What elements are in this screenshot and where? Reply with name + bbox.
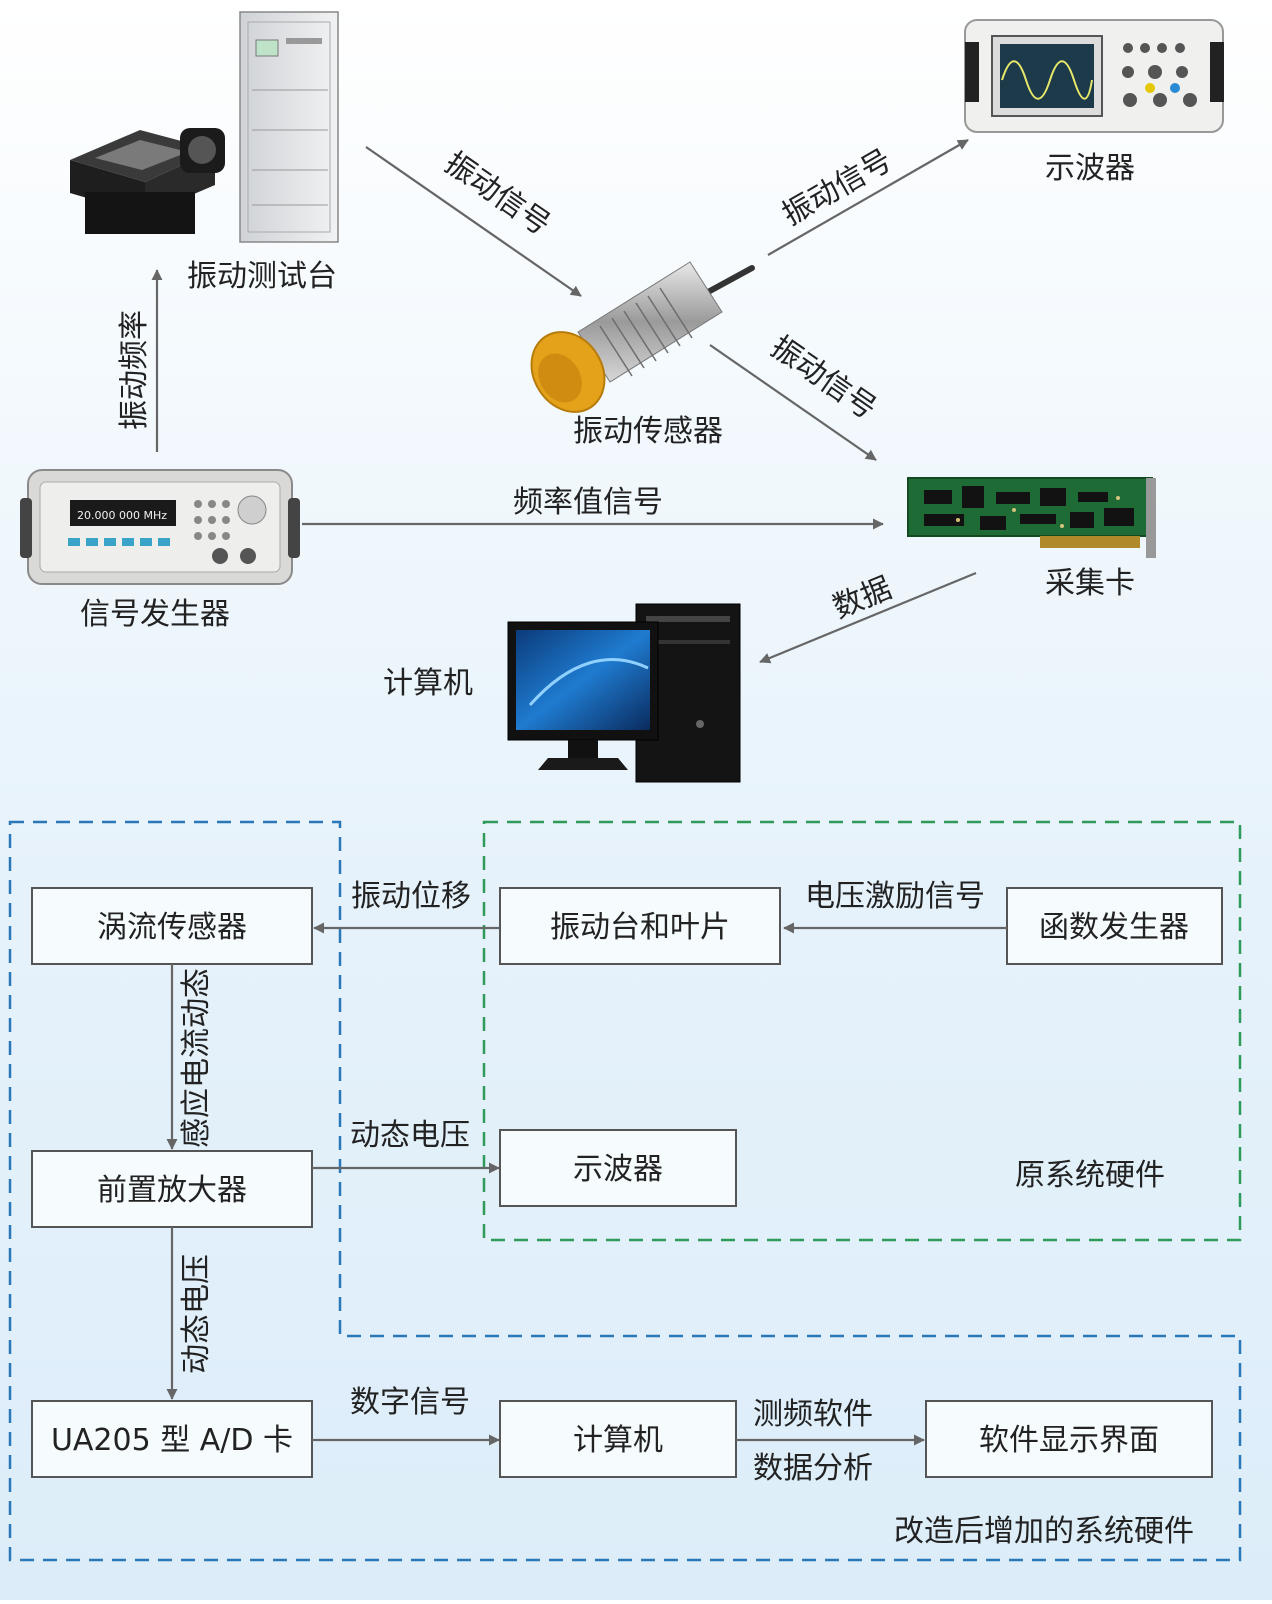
edge-sensor-to-card-label: 振动信号 — [764, 330, 883, 427]
computer-top-label: 计算机 — [383, 666, 473, 701]
arrow-bench-to-sensor — [365, 146, 582, 297]
arrow-card-to-computer — [759, 571, 977, 664]
edge-bench-to-sensor-label: 振动信号 — [438, 146, 557, 243]
vibration-test-bench-label: 振动测试台 — [187, 259, 337, 294]
edge-dyn-voltage-2-label: 动态电压 — [179, 1254, 214, 1374]
eddy-sensor-box — [31, 887, 313, 965]
shaker-blade-box — [499, 887, 781, 965]
ad-card-box — [31, 1400, 313, 1478]
function-generator-label: 函数发生器 — [1039, 910, 1189, 945]
acquisition-card-label: 采集卡 — [1045, 566, 1135, 601]
edge-gen-to-bench-label: 振动频率 — [117, 310, 152, 430]
arrow-sensor-to-card — [709, 344, 877, 461]
svg-text:20.000 000 MHz: 20.000 000 MHz — [77, 509, 167, 522]
oscilloscope-box-label: 示波器 — [573, 1152, 663, 1187]
group-added-label: 改造后增加的系统硬件 — [894, 1514, 1194, 1549]
group-original-label: 原系统硬件 — [1015, 1158, 1165, 1193]
arrow-sensor-to-scope — [767, 139, 969, 256]
oscilloscope-box — [499, 1129, 737, 1207]
edge-card-to-computer-label: 数据 — [828, 571, 897, 626]
function-generator-box — [1006, 887, 1223, 965]
edge-dyn-voltage-1-label: 动态电压 — [350, 1118, 470, 1153]
shaker-blade-label: 振动台和叶片 — [550, 910, 730, 945]
edge-digital-signal-label: 数字信号 — [350, 1385, 470, 1420]
eddy-sensor-label: 涡流传感器 — [97, 910, 247, 945]
added-hardware-group — [8, 820, 1242, 1562]
function-generator-icon: 20.000 000 MHz — [20, 469, 300, 585]
preamp-box — [31, 1150, 313, 1228]
software-ui-box — [925, 1400, 1213, 1478]
pcb-card-icon — [907, 477, 1156, 558]
edge-displacement-label: 振动位移 — [351, 879, 471, 914]
preamp-label: 前置放大器 — [97, 1173, 247, 1208]
computer-box-label: 计算机 — [573, 1423, 663, 1458]
vibration-sensor-label: 振动传感器 — [573, 414, 723, 449]
vibration-table-cabinet-icon — [70, 11, 339, 243]
desktop-computer-icon — [507, 603, 741, 783]
edge-gen-to-card-label: 频率值信号 — [513, 485, 663, 520]
original-hardware-group — [482, 820, 1242, 1242]
edge-excitation-label: 电压激励信号 — [805, 879, 985, 914]
signal-generator-label: 信号发生器 — [80, 597, 230, 632]
oscilloscope-label: 示波器 — [1045, 151, 1135, 186]
edge-sensor-to-scope-label: 振动信号 — [777, 143, 898, 233]
edge-freq-software-label: 测频软件 — [753, 1397, 873, 1432]
cylindrical-sensor-icon — [530, 261, 755, 413]
computer-box — [499, 1400, 737, 1478]
software-ui-label: 软件显示界面 — [979, 1423, 1159, 1458]
ad-card-label: UA205 型 A/D 卡 — [51, 1423, 293, 1458]
edge-data-analysis-label: 数据分析 — [753, 1451, 873, 1486]
oscilloscope-icon — [964, 19, 1224, 133]
edge-induced-current-label: 感应电流动态 — [179, 968, 214, 1148]
